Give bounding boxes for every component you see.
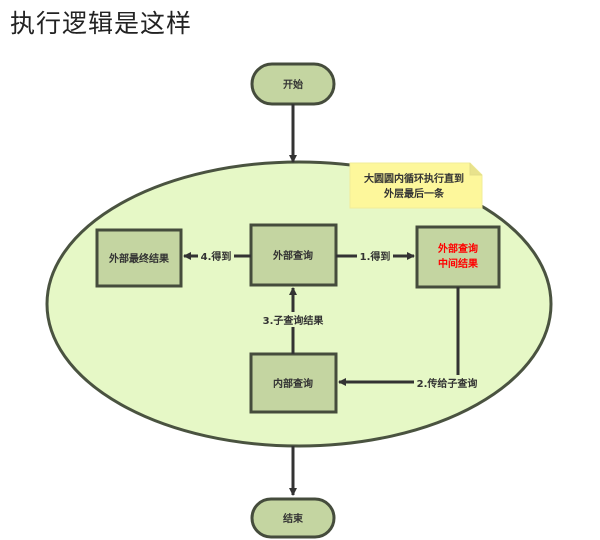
edge-get1-label: 1.得到 — [360, 250, 391, 263]
end-node — [250, 497, 336, 539]
edge-sub3-label: 3.子查询结果 — [263, 314, 325, 327]
edge-get4-label-bg — [198, 248, 234, 263]
edge-get1-label-bg — [357, 248, 393, 263]
outer-intermediate-label-1: 外部查询 — [437, 242, 478, 255]
end-node-label: 结束 — [283, 512, 304, 525]
inner-query-label: 内部查询 — [273, 377, 313, 390]
note-fold — [469, 163, 482, 176]
outer-final-label: 外部最终结果 — [108, 252, 170, 265]
outer-intermediate-label-2: 中间结果 — [438, 257, 479, 270]
start-node-label: 开始 — [283, 78, 303, 91]
outer-query-node — [249, 223, 338, 287]
outer-query-label: 外部查询 — [272, 249, 313, 262]
note-box — [349, 162, 483, 209]
outer-intermediate-node — [415, 225, 501, 289]
edge-sub3-label-bg — [258, 312, 328, 327]
note-line2: 外层最后一条 — [383, 187, 445, 200]
edge-pass2-label: 2.传给子查询 — [417, 377, 478, 390]
page-title: 执行逻辑是这样 — [10, 9, 193, 38]
note-line1: 大圆圆内循环执行直到 — [364, 172, 464, 185]
outer-final-node — [95, 228, 183, 288]
edge-pass2-label-bg — [414, 375, 480, 390]
edge-get4-label: 4.得到 — [201, 250, 232, 263]
